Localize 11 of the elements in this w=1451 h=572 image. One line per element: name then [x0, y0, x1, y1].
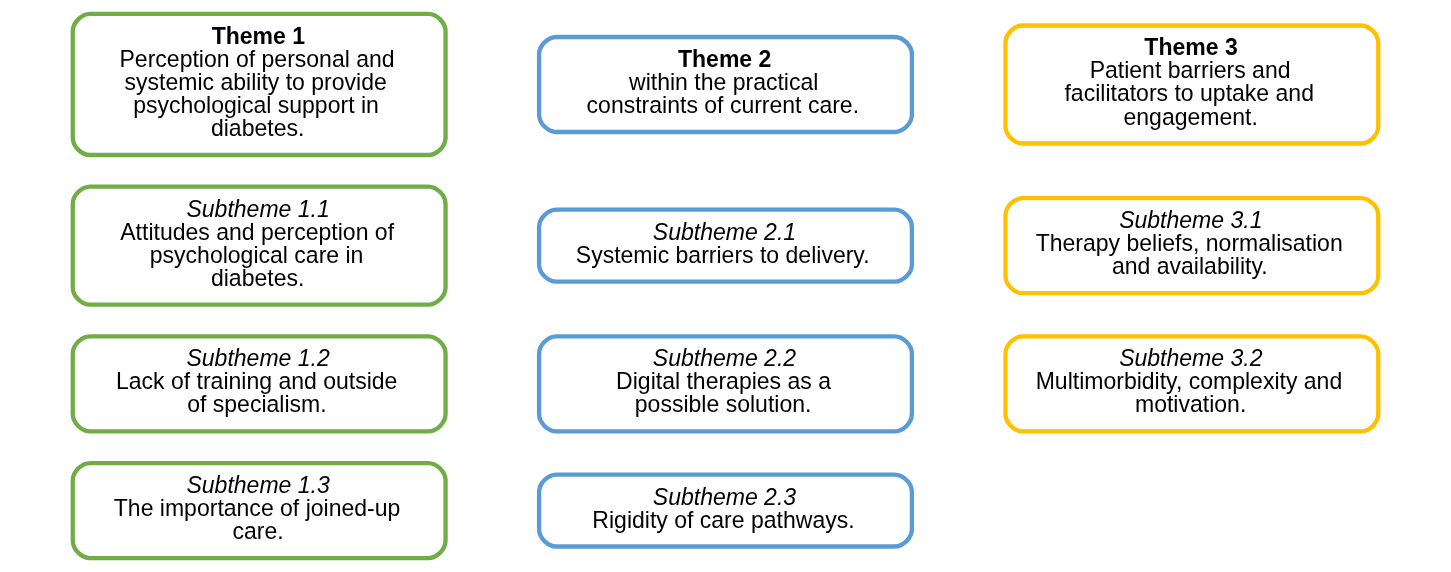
node-box: Subtheme 1.2 Lack of training and outside of specialism.: [70, 334, 448, 434]
node-box: Theme 1 Perception of personal and systemic ability to provide psychological support in diabetes.: [70, 11, 448, 158]
node-box: Subtheme 3.1 Therapy beliefs, normalisation and availability.: [1003, 196, 1381, 296]
node-box: Subtheme 1.1 Attitudes and perception of psychological care in diabetes.: [70, 184, 448, 307]
node-box: Subtheme 3.2 Multimorbidity, complexity and motivation.: [1003, 334, 1381, 434]
node-box: Subtheme 1.3 The importance of joined-up care.: [70, 460, 448, 561]
node-box: Theme 3 Patient barriers and facilitators to uptake and engagement.: [1003, 23, 1381, 146]
node-box: Theme 2 within the practical constraints of current care.: [536, 34, 915, 135]
node-box: Subtheme 2.3 Rigidity of care pathways.: [536, 472, 915, 549]
node-box: Subtheme 2.2 Digital therapies as a possible solution.: [536, 334, 915, 434]
node-box: Subtheme 2.1 Systemic barriers to delivery.: [536, 207, 915, 284]
